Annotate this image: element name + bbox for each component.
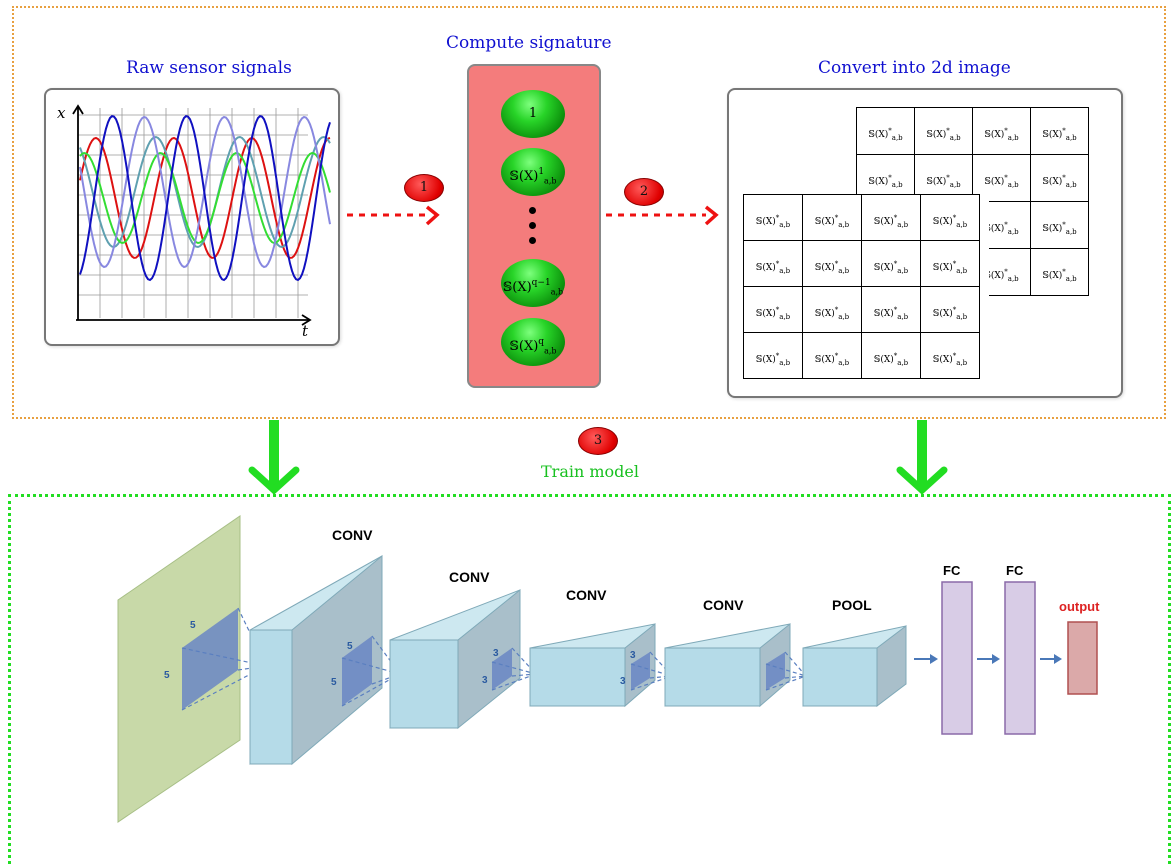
- signature-term-1: 1: [501, 90, 565, 138]
- signature-cell: 𝕊(X)*a,b: [1030, 248, 1089, 296]
- signature-cell: 𝕊(X)*a,b: [1030, 107, 1089, 155]
- kernel-label-4a: 3: [630, 650, 636, 661]
- step1-badge: 1: [404, 174, 444, 202]
- step3-badge: 3: [578, 427, 618, 455]
- signature-cell: 𝕊(X)*a,b: [856, 107, 915, 155]
- signature-cell: 𝕊(X)*a,b: [802, 240, 862, 287]
- signature-cell: 𝕊(X)*a,b: [802, 194, 862, 241]
- kernel-label-1b: 5: [164, 670, 170, 681]
- step2-arrow: [606, 205, 719, 226]
- compute-signature-title: Compute signature: [446, 33, 612, 53]
- layer-label-conv1: CONV: [332, 527, 373, 543]
- left-green-arrow: [248, 420, 300, 495]
- signature-cell: 𝕊(X)*a,b: [914, 107, 973, 155]
- step1-arrow: [347, 205, 440, 226]
- convert-title: Convert into 2d image: [818, 58, 1011, 78]
- layer-label-conv4: CONV: [703, 597, 744, 613]
- signature-term-level-q: 𝕊(X)qa,b: [501, 318, 565, 366]
- signature-cell: 𝕊(X)*a,b: [861, 286, 921, 333]
- signature-term-level1: 𝕊(X)1a,b: [501, 148, 565, 196]
- raw-signals-plot: [72, 104, 331, 326]
- signature-term-level-q-minus-1: 𝕊(X)q−1a,b: [501, 259, 565, 307]
- signature-panel: 1 𝕊(X)1a,b 𝕊(X)q−1a,b 𝕊(X)qa,b: [467, 64, 601, 388]
- signature-cell: 𝕊(X)*a,b: [743, 286, 803, 333]
- raw-signals-panel: x t: [44, 88, 340, 346]
- signature-cell: 𝕊(X)*a,b: [861, 194, 921, 241]
- signature-cell: 𝕊(X)*a,b: [861, 240, 921, 287]
- signature-cell: 𝕊(X)*a,b: [920, 240, 980, 287]
- t-axis-label: t: [302, 322, 309, 340]
- signature-cell: 𝕊(X)*a,b: [972, 107, 1031, 155]
- cnn-diagram: [117, 515, 1098, 823]
- kernel-label-3a: 3: [493, 648, 499, 659]
- layer-label-conv2: CONV: [449, 569, 490, 585]
- signature-cell: 𝕊(X)*a,b: [861, 332, 921, 379]
- signature-stage-frame: [12, 6, 1166, 419]
- signature-cell: 𝕊(X)*a,b: [802, 332, 862, 379]
- raw-signals-title: Raw sensor signals: [126, 58, 292, 78]
- train-model-title: Train model: [541, 462, 639, 481]
- signature-cell: 𝕊(X)*a,b: [743, 332, 803, 379]
- signature-cell: 𝕊(X)*a,b: [1030, 201, 1089, 249]
- kernel-label-2a: 5: [347, 641, 353, 652]
- layer-label-pool: POOL: [832, 597, 872, 613]
- step2-badge: 2: [624, 178, 664, 206]
- kernel-label-3b: 3: [482, 675, 488, 686]
- layer-label-fc1: FC: [943, 563, 961, 578]
- x-axis-label: x: [57, 104, 66, 122]
- signature-cell: 𝕊(X)*a,b: [920, 194, 980, 241]
- layer-label-output: output: [1059, 599, 1100, 614]
- kernel-label-2b: 5: [331, 677, 337, 688]
- training-stage-frame: [8, 494, 1171, 864]
- signature-cell: 𝕊(X)*a,b: [743, 240, 803, 287]
- kernel-label-4b: 3: [620, 676, 626, 687]
- kernel-label-1a: 5: [190, 620, 196, 631]
- signature-cell: 𝕊(X)*a,b: [920, 286, 980, 333]
- right-green-arrow: [896, 420, 948, 495]
- signature-cell: 𝕊(X)*a,b: [1030, 154, 1089, 202]
- ellipsis-dots: [529, 207, 537, 244]
- layer-label-fc2: FC: [1006, 563, 1024, 578]
- layer-label-conv3: CONV: [566, 587, 607, 603]
- signature-cell: 𝕊(X)*a,b: [743, 194, 803, 241]
- signature-cell: 𝕊(X)*a,b: [802, 286, 862, 333]
- signature-cell: 𝕊(X)*a,b: [920, 332, 980, 379]
